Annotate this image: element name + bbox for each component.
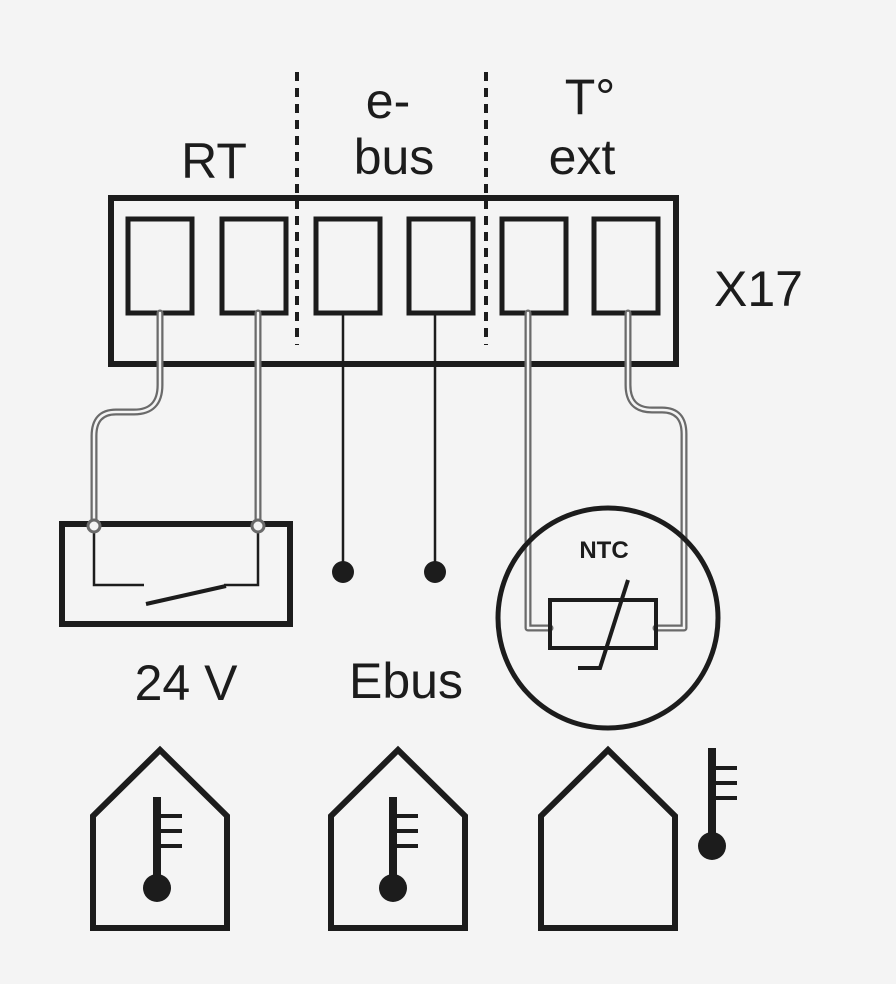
label-text-line2: ext bbox=[549, 129, 616, 185]
ebus-terminal-1 bbox=[332, 561, 354, 583]
thermostat-terminal-right bbox=[250, 518, 266, 534]
terminal-5 bbox=[499, 216, 569, 316]
ntc-sensor: NTC bbox=[495, 505, 721, 731]
ntc-slash bbox=[578, 579, 630, 670]
wire-text-1 bbox=[524, 309, 554, 632]
label-ntc: NTC bbox=[579, 537, 628, 564]
wires bbox=[90, 309, 688, 632]
room-thermostat bbox=[59, 518, 293, 627]
terminal-1 bbox=[125, 216, 195, 316]
ebus-terminal-2 bbox=[424, 561, 446, 583]
sensor-circle bbox=[495, 505, 721, 731]
label-24v: 24 V bbox=[135, 655, 239, 711]
connector-name: X17 bbox=[714, 261, 803, 317]
connector-frame bbox=[108, 195, 679, 367]
separators bbox=[295, 72, 488, 345]
connector-block bbox=[108, 195, 679, 367]
switch-lead-left bbox=[92, 528, 144, 587]
resistor-symbol bbox=[548, 598, 658, 650]
label-text-line1: T° bbox=[565, 69, 616, 125]
terminal-2 bbox=[219, 216, 289, 316]
house-with-indoor-thermometer-icon bbox=[90, 745, 230, 931]
thermostat-terminal-left bbox=[86, 518, 102, 534]
terminal-6 bbox=[591, 216, 661, 316]
thermostat-box bbox=[59, 521, 293, 627]
terminal-4 bbox=[406, 216, 476, 316]
switch-contact bbox=[145, 584, 227, 606]
house-with-outdoor-thermometer-icon bbox=[538, 745, 737, 931]
label-ebus-line2: bus bbox=[354, 129, 435, 185]
label-rt: RT bbox=[181, 133, 247, 189]
label-ebus-line1: e- bbox=[366, 73, 410, 129]
label-ebus: Ebus bbox=[349, 653, 463, 709]
wire-text-2 bbox=[624, 309, 688, 632]
wire-rt-1 bbox=[90, 309, 164, 526]
house-with-indoor-thermometer-icon bbox=[328, 745, 468, 931]
switch-lead-right bbox=[224, 528, 260, 587]
terminal-3 bbox=[313, 216, 383, 316]
